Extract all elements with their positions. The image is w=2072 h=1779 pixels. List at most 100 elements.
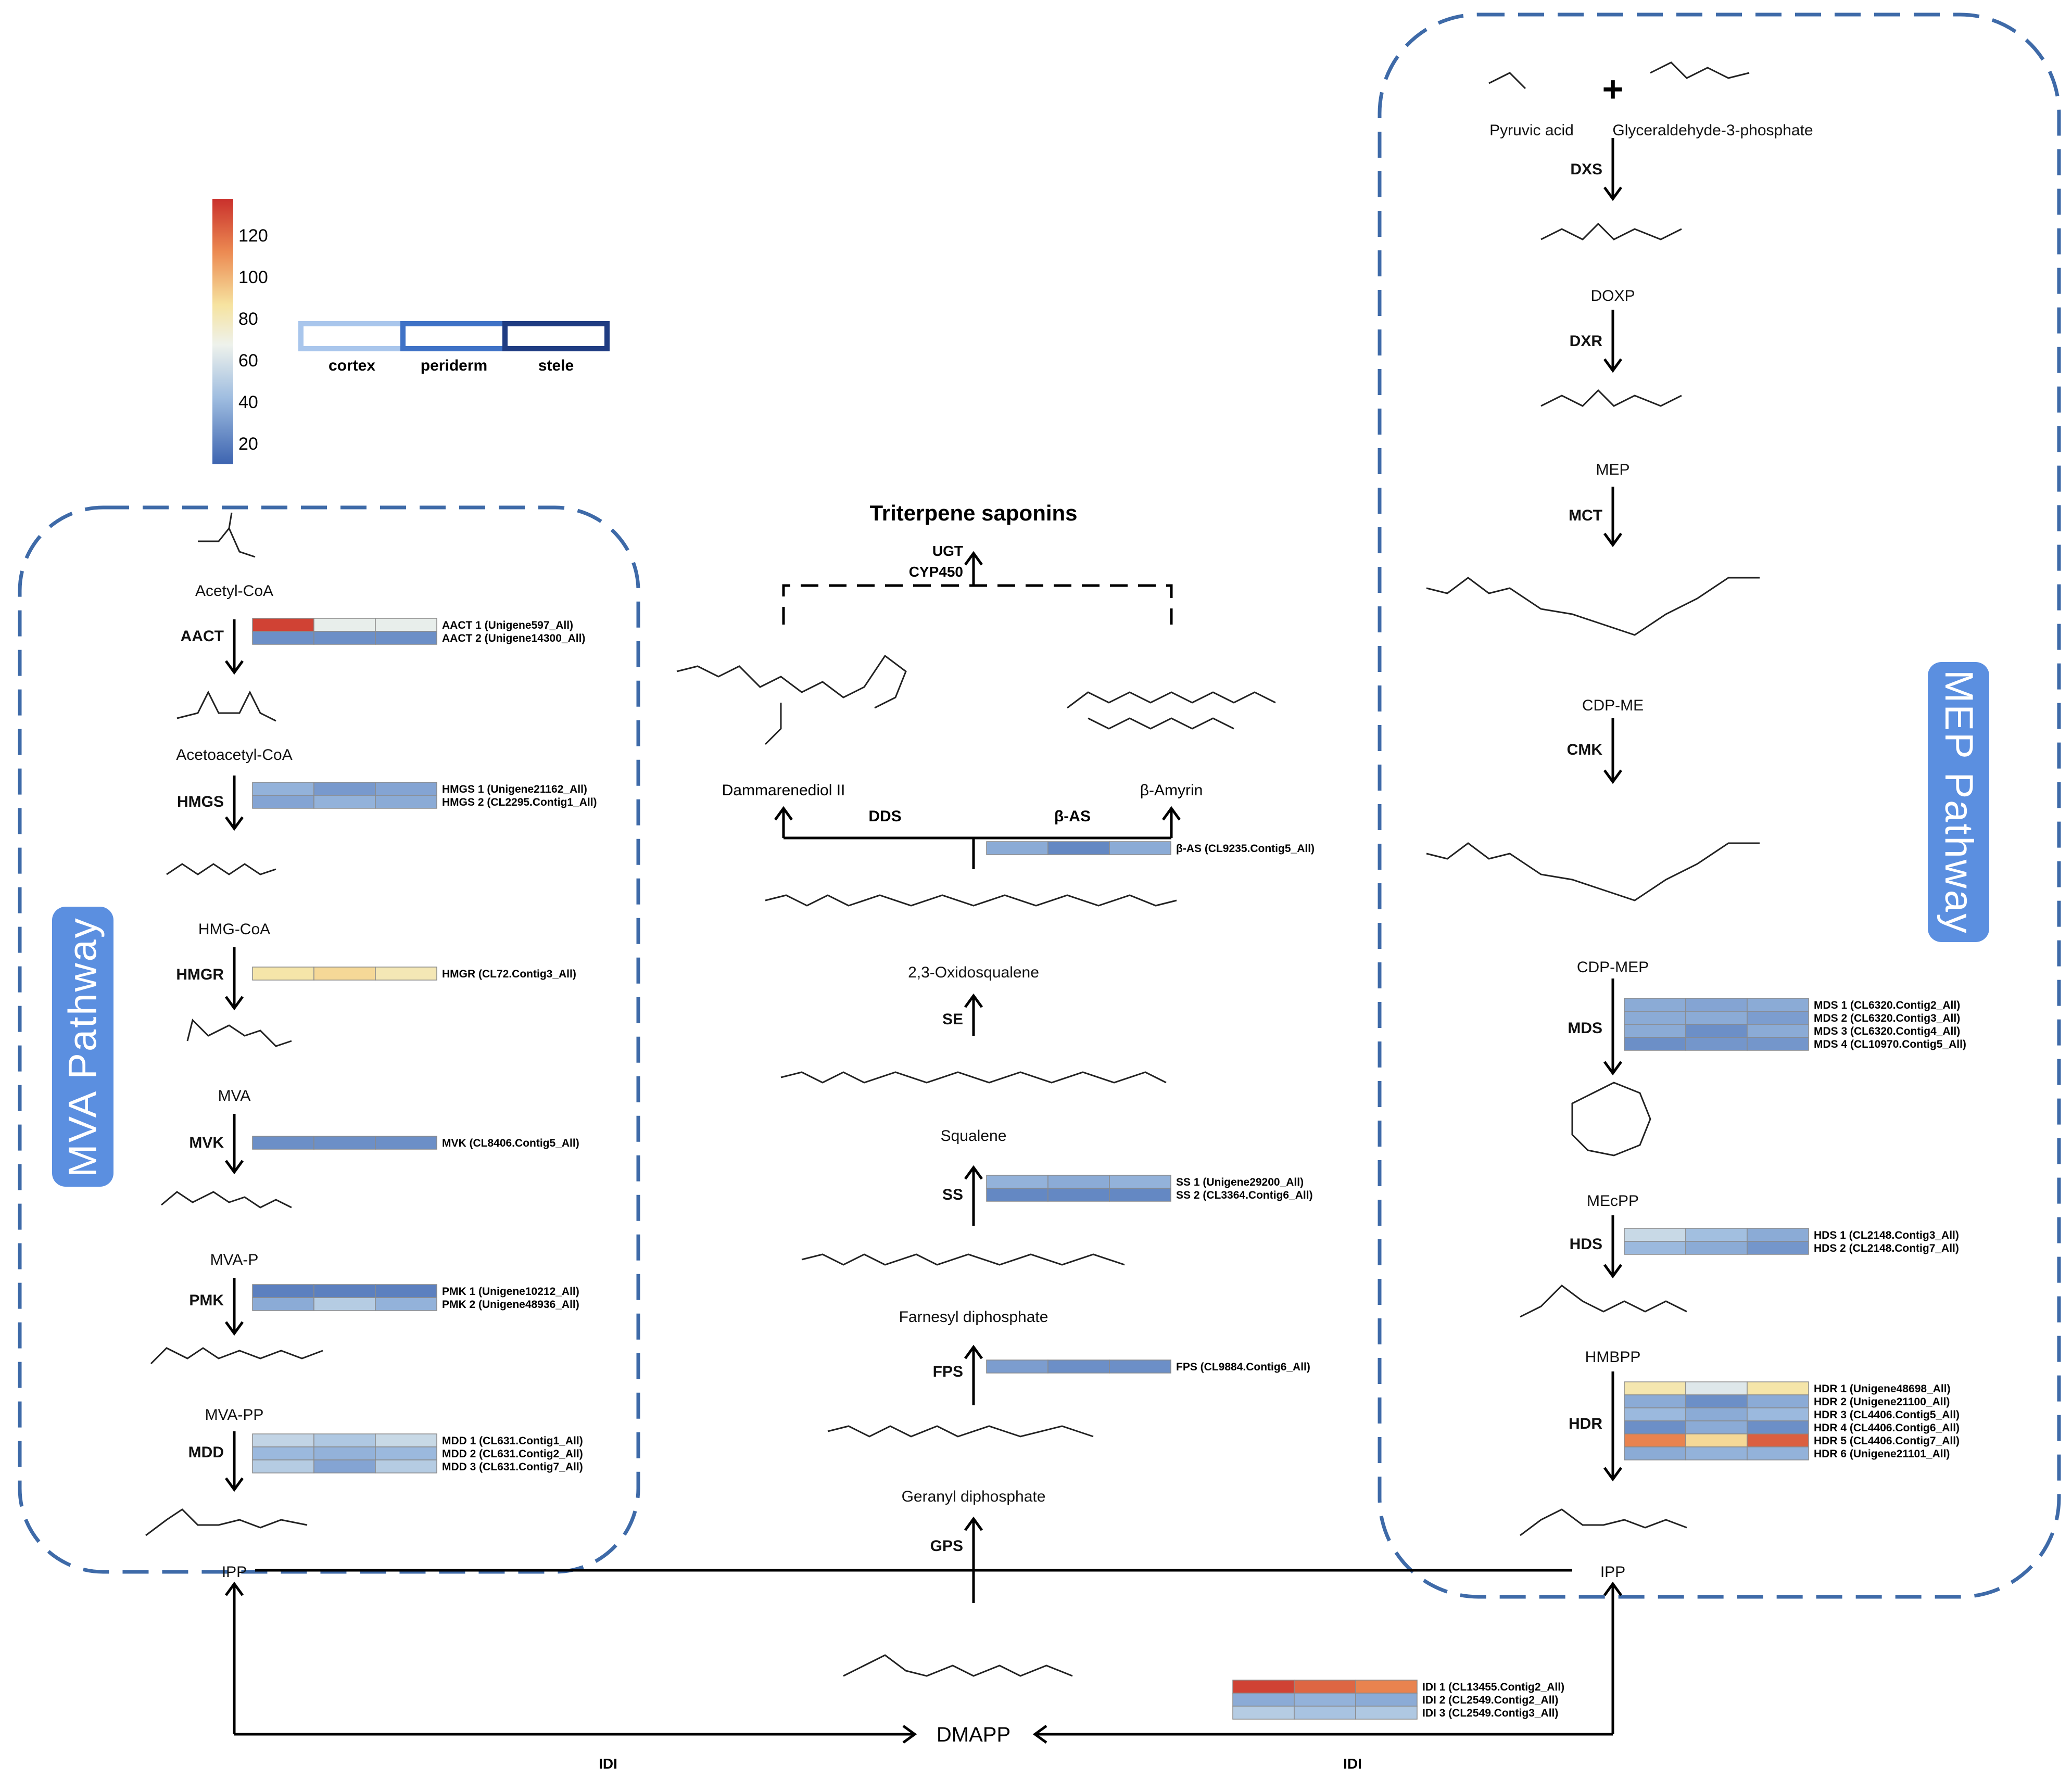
heatmap-cell xyxy=(375,967,437,981)
heatmap-cell xyxy=(1624,1381,1686,1395)
heatmap-gene-label: MVK (CL8406.Contig5_All) xyxy=(442,1137,579,1149)
heatmap-gene-label: β-AS (CL9235.Contig5_All) xyxy=(1176,843,1315,855)
heatmap-cell xyxy=(1232,1693,1295,1707)
heatmap-cell xyxy=(313,1433,376,1447)
enzyme-hdr-label: HDR xyxy=(1569,1415,1602,1432)
mva-mva-pp-label: MVA-PP xyxy=(205,1406,264,1424)
heatmap-gene-label: IDI 1 (CL13455.Contig2_All) xyxy=(1422,1681,1564,1693)
heatmap-cell xyxy=(252,795,314,809)
mva-pathway-title: MVA Pathway xyxy=(60,916,105,1177)
heatmap-cell xyxy=(1047,841,1110,855)
enzyme-se-label: SE xyxy=(942,1011,963,1028)
heatmap-cell xyxy=(375,795,437,809)
heatmap-gene-label: MDS 2 (CL6320.Contig3_All) xyxy=(1814,1012,1960,1024)
mep-cdp-mep-label: CDP-MEP xyxy=(1577,959,1649,976)
mva-arrows xyxy=(224,619,244,1492)
heatmap-cell xyxy=(1685,1420,1748,1434)
heatmap-cell xyxy=(252,1136,314,1150)
saponin-bracket xyxy=(782,584,1173,625)
heatmap-cell xyxy=(313,618,376,632)
heatmap-cell xyxy=(375,631,437,645)
heatmap-cell xyxy=(252,618,314,632)
enzyme-aact-label: AACT xyxy=(181,628,224,645)
heatmap-cell xyxy=(1624,1024,1686,1038)
mep-panel xyxy=(1378,12,2061,1599)
heatmap-cell xyxy=(1294,1693,1356,1707)
legend-stele-box xyxy=(502,321,610,351)
enzyme-fps-label: FPS xyxy=(933,1363,963,1380)
heatmap-cell xyxy=(1747,1446,1809,1460)
heatmap-cell xyxy=(1624,1228,1686,1242)
heatmap-gene-label: SS 1 (Unigene29200_All) xyxy=(1176,1176,1304,1188)
heatmap-cell xyxy=(313,1446,376,1460)
heatmap-cell xyxy=(1109,1188,1171,1202)
heatmap-cell xyxy=(1747,1037,1809,1051)
heatmap-cell xyxy=(1685,1024,1748,1038)
heatmap-cell xyxy=(375,1136,437,1150)
mep-ipp-label: IPP xyxy=(1600,1564,1625,1581)
oxidosqualene-label: 2,3-Oxidosqualene xyxy=(908,964,1039,981)
mep-pyruvic-acid-label: Pyruvic acid xyxy=(1489,122,1574,139)
heatmap-cell xyxy=(1685,1446,1748,1460)
heatmap-gene-label: HDS 1 (CL2148.Contig3_All) xyxy=(1814,1229,1959,1241)
heatmap-cell xyxy=(1747,1024,1809,1038)
heatmap-cell xyxy=(1747,1394,1809,1408)
heatmap-block: SS 1 (Unigene29200_All)SS 2 (CL3364.Cont… xyxy=(986,1175,1313,1202)
heatmap-cell xyxy=(1685,1381,1748,1395)
heatmap-cell xyxy=(1294,1706,1356,1720)
heatmap-cell xyxy=(1047,1188,1110,1202)
heatmap-cell xyxy=(1624,1394,1686,1408)
mva-panel xyxy=(18,505,640,1574)
mep-cdp-me-label: CDP-ME xyxy=(1582,697,1644,714)
heatmap-cell xyxy=(252,1446,314,1460)
enzyme-pmk-label: PMK xyxy=(189,1292,224,1309)
mep-plus-sign: + xyxy=(1602,69,1624,109)
heatmap-cell xyxy=(1624,1420,1686,1434)
mep-doxp-label: DOXP xyxy=(1590,287,1635,304)
heatmap-cell xyxy=(1232,1706,1295,1720)
idi-connectors xyxy=(224,1569,1623,1744)
heatmap-block: MDD 1 (CL631.Contig1_All)MDD 2 (CL631.Co… xyxy=(252,1433,583,1473)
heatmap-cell xyxy=(1747,1381,1809,1395)
mva-ipp-label: IPP xyxy=(222,1564,247,1581)
heatmap-block: HDS 1 (CL2148.Contig3_All)HDS 2 (CL2148.… xyxy=(1624,1228,1959,1255)
heatmap-gene-label: MDS 1 (CL6320.Contig2_All) xyxy=(1814,999,1960,1011)
mva-hmg-coa-label: HMG-CoA xyxy=(198,921,270,938)
mep-mep-label: MEP xyxy=(1596,461,1629,478)
heatmap-cell xyxy=(1232,1680,1295,1694)
legend-periderm-label: periderm xyxy=(421,357,487,374)
heatmap-gene-label: HDR 1 (Unigene48698_All) xyxy=(1814,1383,1951,1395)
heatmap-block: IDI 1 (CL13455.Contig2_All)IDI 2 (CL2549… xyxy=(1232,1680,1564,1720)
enzyme-hmgs-label: HMGS xyxy=(177,793,224,810)
enzyme-ugt-label: UGT xyxy=(932,543,963,559)
enzyme-ss-label: SS xyxy=(942,1186,963,1203)
heatmap-cell xyxy=(252,1433,314,1447)
mep-pathway-title: MEP Pathway xyxy=(1936,669,1981,935)
heatmap-cell xyxy=(1624,998,1686,1012)
heatmap-gene-label: PMK 2 (Unigene48936_All) xyxy=(442,1299,579,1311)
heatmap-cell xyxy=(252,1459,314,1473)
heatmap-cell xyxy=(1685,1394,1748,1408)
heatmap-gene-label: HDR 2 (Unigene21100_All) xyxy=(1814,1396,1950,1408)
enzyme-mvk-label: MVK xyxy=(189,1134,224,1151)
heatmap-block: MDS 1 (CL6320.Contig2_All)MDS 2 (CL6320.… xyxy=(1624,998,1966,1051)
mva-mva-p-label: MVA-P xyxy=(210,1251,259,1268)
heatmap-cell xyxy=(1685,1037,1748,1051)
heatmap-cell xyxy=(375,1446,437,1460)
heatmap-cell xyxy=(313,1136,376,1150)
heatmap-cell xyxy=(252,1284,314,1298)
heatmap-cell xyxy=(1294,1680,1356,1694)
heatmap-gene-label: FPS (CL9884.Contig6_All) xyxy=(1176,1361,1310,1373)
heatmap-cell xyxy=(313,782,376,796)
heatmap-cell xyxy=(1624,1241,1686,1255)
heatmap-block: HMGS 1 (Unigene21162_All)HMGS 2 (CL2295.… xyxy=(252,782,597,809)
color-scale-bar xyxy=(212,199,233,464)
heatmap-gene-label: HMGS 1 (Unigene21162_All) xyxy=(442,783,587,795)
heatmap-gene-label: MDD 2 (CL631.Contig2_All) xyxy=(442,1448,583,1460)
heatmap-gene-label: HDR 5 (CL4406.Contig7_All) xyxy=(1814,1435,1960,1447)
enzyme-cyp450-label: CYP450 xyxy=(909,564,963,580)
heatmap-cell xyxy=(313,1297,376,1311)
enzyme-mdd-label: MDD xyxy=(188,1444,224,1461)
heatmap-block: HDR 1 (Unigene48698_All)HDR 2 (Unigene21… xyxy=(1624,1381,1960,1460)
